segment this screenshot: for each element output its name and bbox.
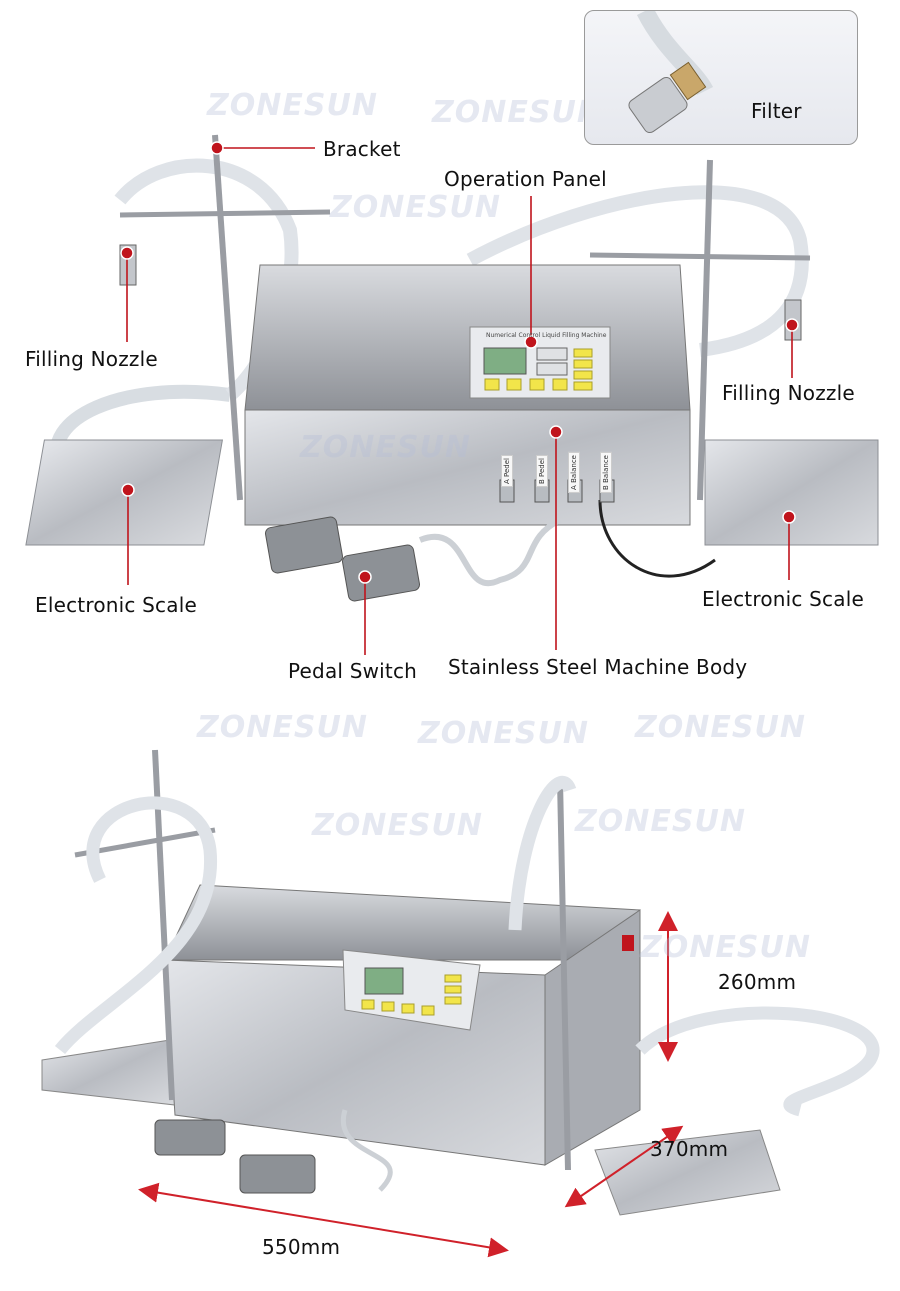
- perspective-view-machine: [41, 749, 880, 1216]
- label-electronic-scale-right: Electronic Scale: [702, 587, 864, 611]
- callout-lines: [126, 147, 793, 655]
- watermark: ZONESUN: [300, 430, 471, 465]
- label-filter: Filter: [751, 99, 802, 123]
- port-tag: B Pedel: [536, 455, 548, 488]
- dimension-arrows: [138, 911, 684, 1258]
- label-bracket: Bracket: [323, 137, 401, 161]
- port-tag: A Pedel: [501, 455, 513, 487]
- watermark: ZONESUN: [197, 710, 368, 745]
- watermark: ZONESUN: [418, 716, 589, 751]
- top-view-machine: [25, 134, 879, 602]
- watermark: ZONESUN: [635, 710, 806, 745]
- electronic-scale-right: [704, 439, 879, 546]
- pedal-switch-2: [342, 544, 420, 602]
- label-pedal-switch: Pedal Switch: [288, 659, 418, 683]
- panel-buttons: [484, 348, 593, 391]
- watermark: ZONESUN: [207, 88, 378, 123]
- panel-title: Numerical Control Liquid Filling Machine: [486, 332, 607, 339]
- watermark: ZONESUN: [312, 808, 483, 843]
- bracket-rod-left: [212, 134, 243, 501]
- label-machine-body: Stainless Steel Machine Body: [448, 655, 748, 679]
- port-tag: B Balance: [600, 452, 612, 493]
- pedal-switch-1: [265, 516, 343, 574]
- machine-top: [244, 264, 691, 411]
- dimension-depth: 370mm: [650, 1137, 729, 1161]
- machine-body-front: [244, 409, 691, 526]
- callout-dots: [120, 141, 799, 584]
- bracket-rod-right: [697, 159, 713, 501]
- watermark: ZONESUN: [640, 930, 811, 965]
- label-filling-nozzle-right: Filling Nozzle: [722, 381, 855, 405]
- label-filling-nozzle-left: Filling Nozzle: [25, 347, 158, 371]
- watermark: ZONESUN: [575, 804, 746, 839]
- label-electronic-scale-left: Electronic Scale: [35, 593, 197, 617]
- pedal-bottom-1: [154, 1119, 226, 1156]
- dimension-height: 260mm: [718, 970, 797, 994]
- machine-top-bottom: [164, 884, 641, 961]
- port-tag: A Balance: [568, 452, 580, 493]
- hose-right-upper: [466, 185, 809, 357]
- watermark: ZONESUN: [330, 190, 501, 225]
- width-arrow: [138, 1182, 509, 1258]
- depth-arrow: [564, 1125, 684, 1208]
- watermark: ZONESUN: [432, 95, 603, 130]
- filter-inset: Filter: [584, 10, 858, 145]
- lcd-screen: [483, 347, 527, 375]
- pedal-bottom-2: [239, 1154, 316, 1194]
- dimension-width: 550mm: [262, 1235, 341, 1259]
- filter-image: [628, 11, 714, 134]
- label-operation-panel: Operation Panel: [444, 167, 607, 191]
